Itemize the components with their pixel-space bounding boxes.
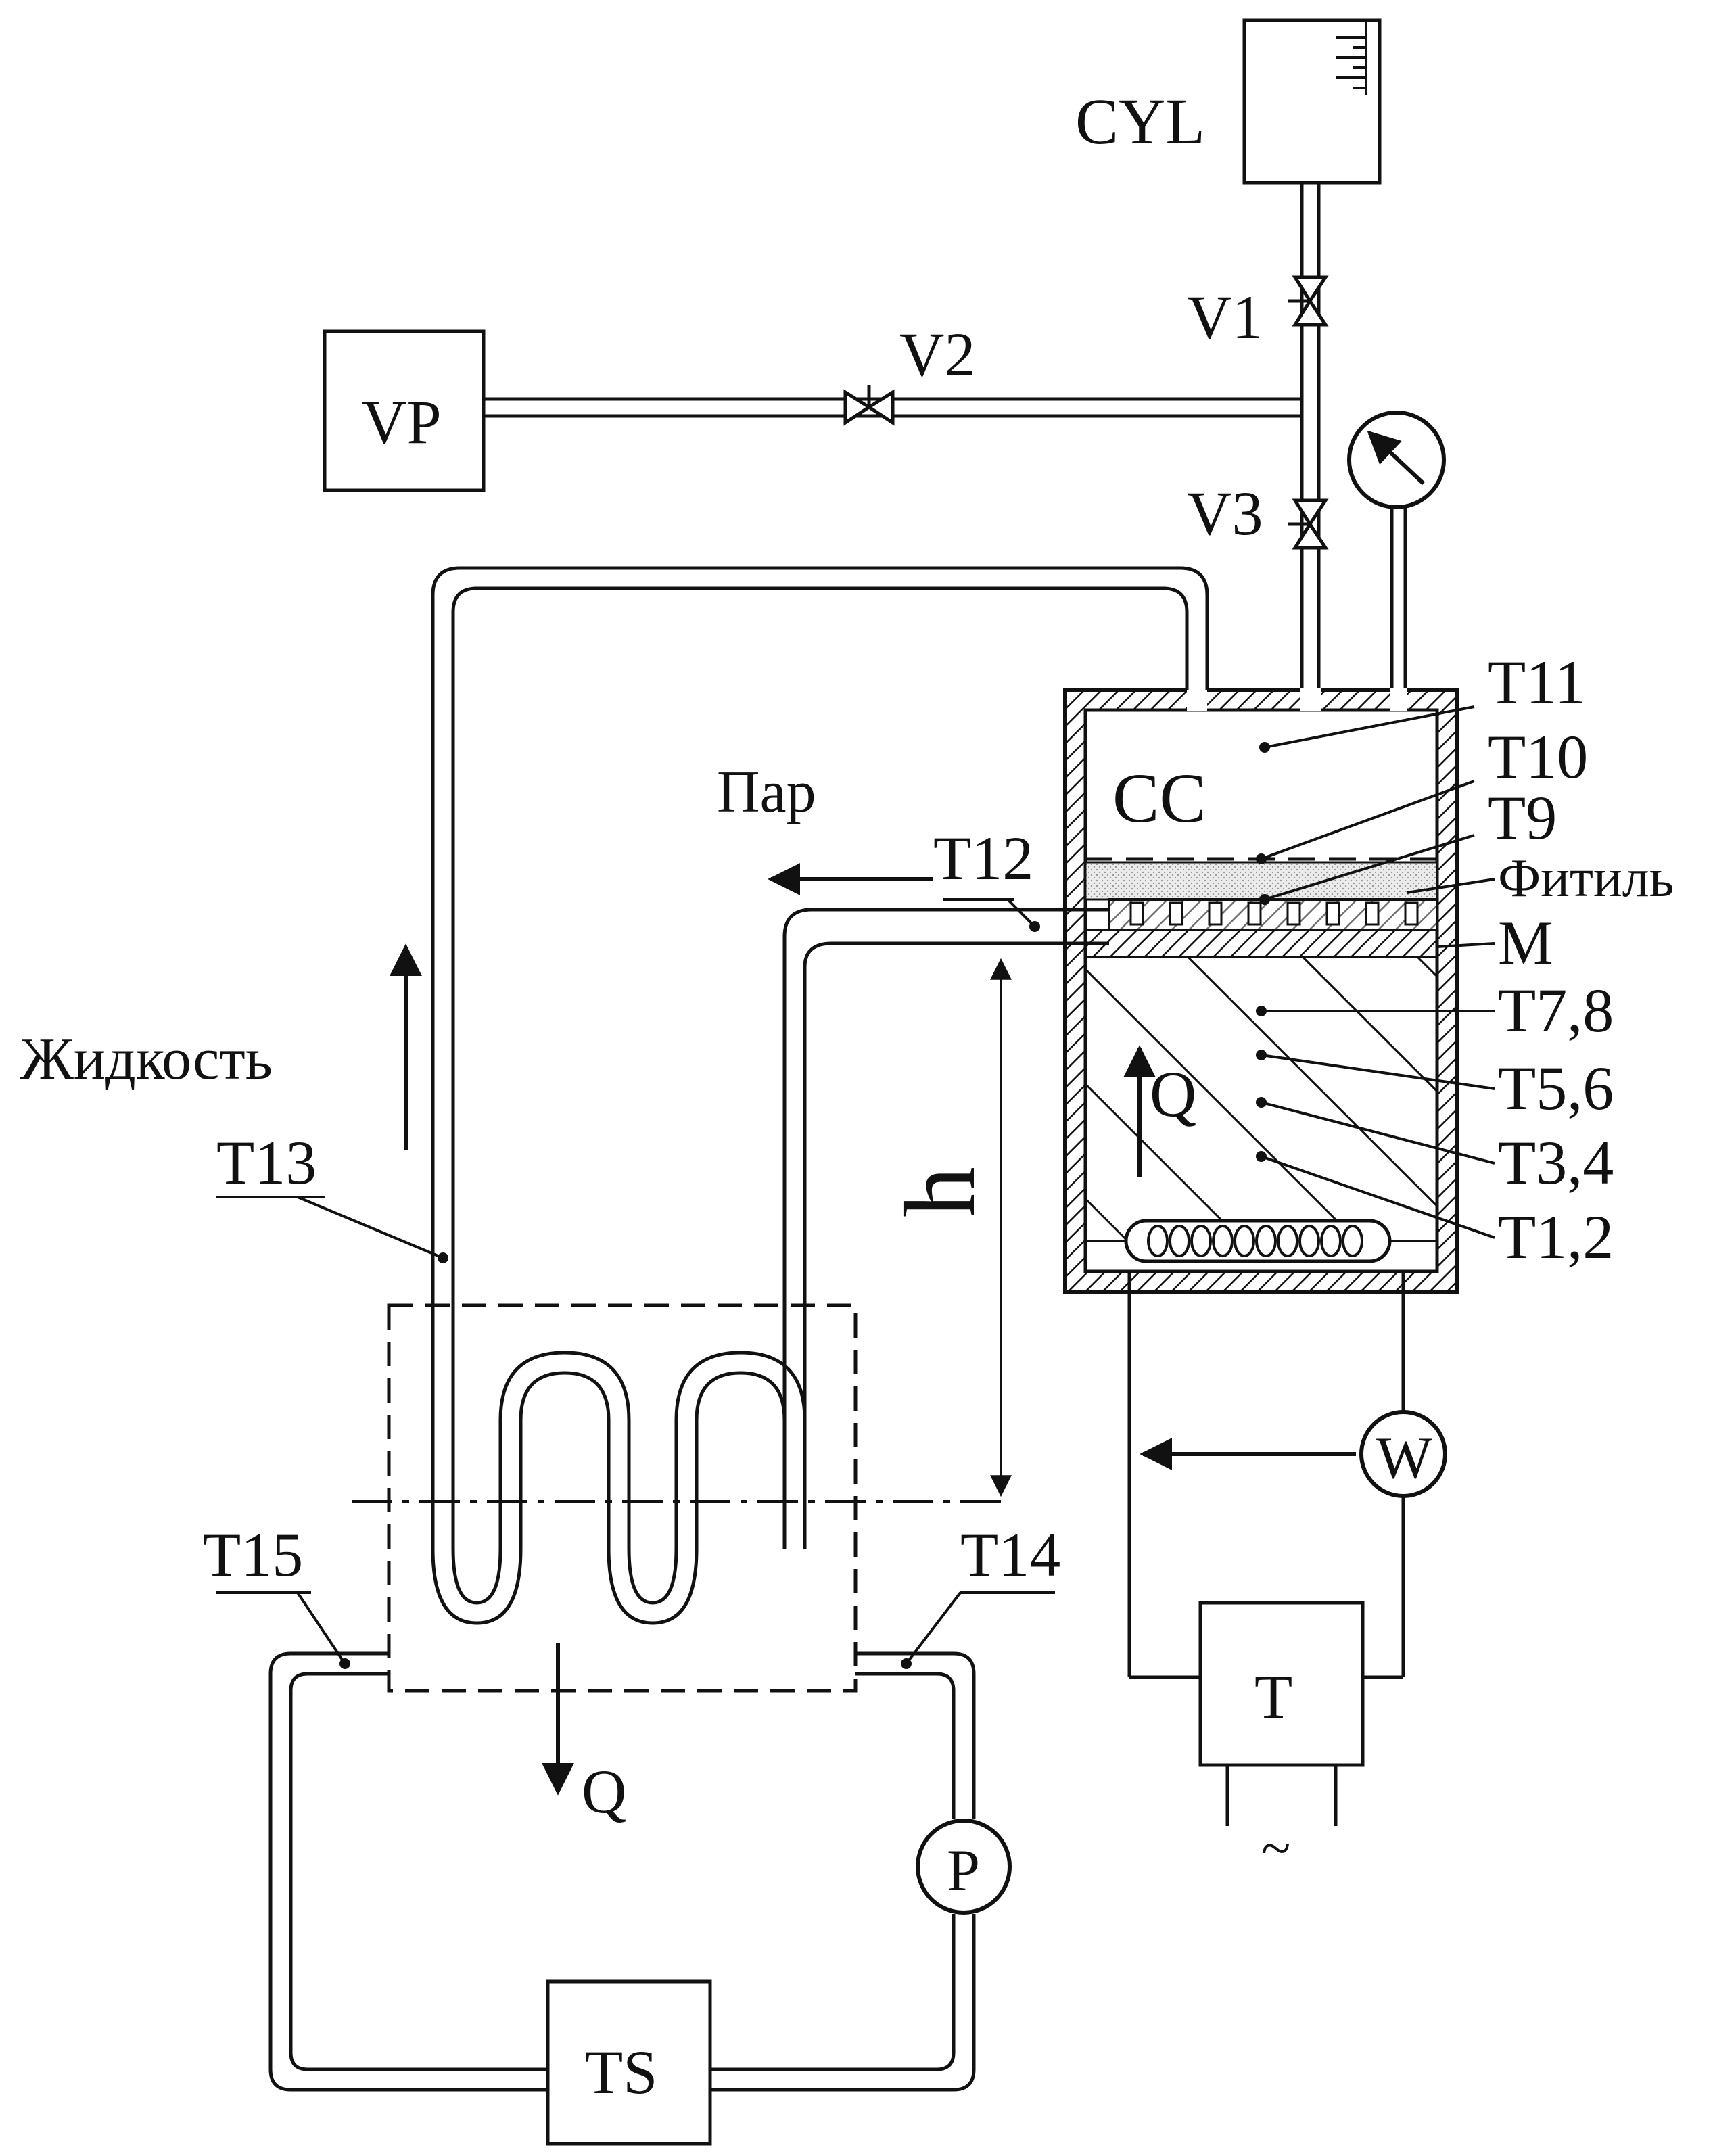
mains-label: ~ (1261, 1819, 1290, 1879)
vapor-label: Пар (717, 759, 816, 825)
thermostat: TS (546, 1979, 712, 2146)
cooling-loop (268, 1651, 976, 2092)
sensor-t78-label: T7,8 (1498, 976, 1614, 1045)
cylinder: CYL (1075, 18, 1382, 185)
sensor-t9-label: T9 (1488, 783, 1557, 852)
condenser-serpentine (431, 1351, 807, 1625)
supply-line (1300, 183, 1321, 697)
evaporator-body: CC (1063, 688, 1495, 1294)
pump: P (916, 1819, 1012, 1915)
wick-region (1084, 861, 1438, 901)
liquid-line (431, 566, 1209, 1549)
valve-icon (843, 385, 895, 426)
sensor-t11-label: T11 (1488, 648, 1586, 717)
liquid-label: Жидкость (20, 1027, 273, 1092)
vacuum-pump: VP (323, 329, 486, 492)
wattmeter-label: W (1376, 1426, 1432, 1491)
mains-leads (1225, 1765, 1338, 1826)
cylinder-scale (1336, 20, 1367, 95)
height-label: h (884, 1167, 996, 1217)
valve-v1-label: V1 (1187, 283, 1263, 352)
metal-plate (1084, 929, 1438, 958)
sensor-t13-label: T13 (216, 1128, 316, 1197)
vacuum-pump-label: VP (362, 388, 442, 456)
compensation-chamber-label: CC (1112, 759, 1206, 837)
sensor-t10-label: T10 (1488, 722, 1588, 791)
transformer-label: T (1254, 1662, 1292, 1731)
sensor-t12-label: T12 (933, 824, 1033, 893)
valve-v2[interactable]: V2 (843, 320, 975, 426)
sensor-t15-label: T15 (203, 1520, 303, 1589)
heat-input-label: Q (1150, 1058, 1196, 1130)
valve-v1[interactable]: V1 (1187, 275, 1329, 352)
wick-label: Фитиль (1498, 849, 1674, 908)
sensor-t56-label: T5,6 (1498, 1054, 1614, 1123)
vapor-line (782, 908, 1109, 1549)
valve-icon (1288, 275, 1329, 327)
power-circuit (1127, 1271, 1405, 1679)
heater-coil-icon (1124, 1219, 1392, 1263)
cylinder-label: CYL (1075, 85, 1205, 158)
condenser-box (387, 1303, 858, 1693)
wattmeter: W (1359, 1410, 1447, 1498)
height-dimension: h (884, 958, 1012, 1497)
transformer: T (1198, 1601, 1365, 1767)
thermostat-label: TS (585, 2038, 657, 2107)
vapor-grooves (1108, 898, 1438, 931)
pressure-gauge-icon (1347, 411, 1446, 697)
sensor-t14-label: T14 (960, 1520, 1060, 1589)
metal-plate-label: M (1498, 908, 1553, 977)
sensor-t12pair-label: T1,2 (1498, 1202, 1614, 1271)
valve-v2-label: V2 (899, 320, 975, 389)
valve-v3[interactable]: V3 (1187, 479, 1329, 550)
pump-label: P (947, 1838, 980, 1904)
valve-v3-label: V3 (1187, 479, 1263, 548)
sensor-t34-label: T3,4 (1498, 1128, 1614, 1197)
heat-output-label: Q (582, 1757, 626, 1826)
valve-icon (1288, 498, 1329, 550)
